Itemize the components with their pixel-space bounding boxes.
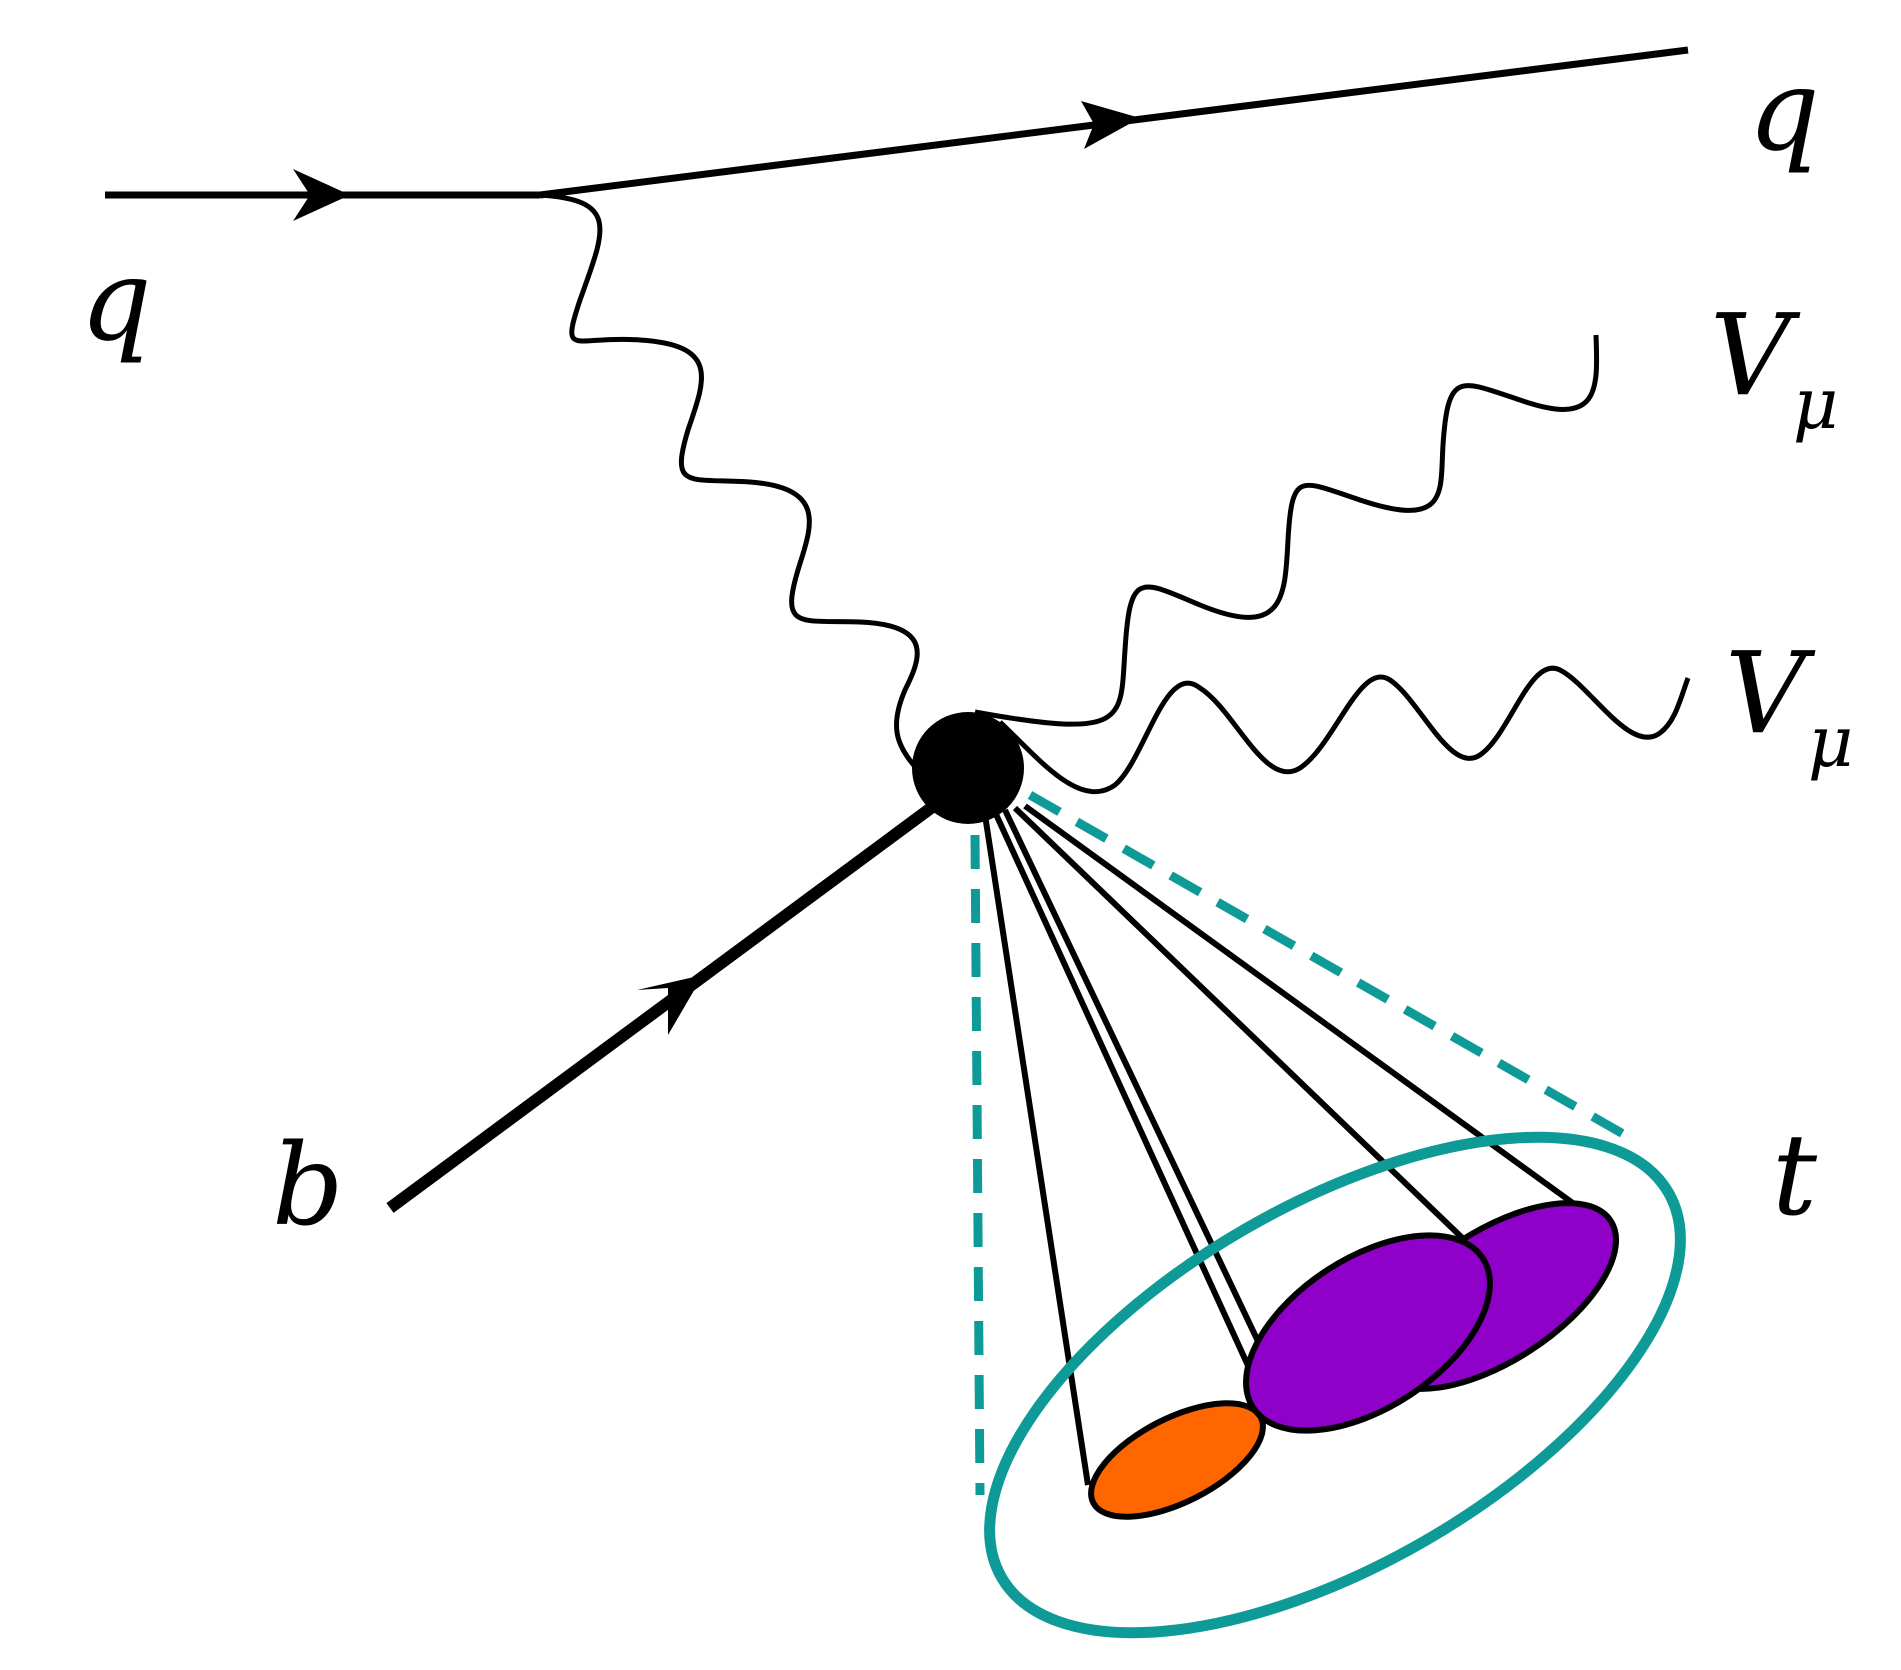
subjet-purple-front bbox=[1243, 1232, 1493, 1434]
outgoing-quark-arrow bbox=[1081, 101, 1140, 149]
label-v-upper-sub: μ bbox=[1792, 363, 1839, 445]
label-b-text: b bbox=[272, 1121, 344, 1251]
label-t-text: t bbox=[1772, 1111, 1818, 1241]
lower-boson-line bbox=[998, 665, 1691, 795]
incoming-quark-arrow bbox=[293, 169, 350, 221]
label-v-upper: Vμ bbox=[1710, 300, 1838, 439]
interaction-vertex bbox=[912, 712, 1024, 824]
label-t: t bbox=[1772, 1120, 1817, 1232]
label-v-lower-sub: μ bbox=[1807, 701, 1854, 783]
b-quark-line bbox=[386, 800, 939, 1213]
b-quark-arrow bbox=[637, 975, 703, 1035]
fat-jet-cone-left-edge bbox=[970, 834, 985, 1496]
subjet-cone-lines bbox=[982, 803, 1612, 1486]
label-q-outgoing: q bbox=[1748, 55, 1820, 167]
label-q-incoming: q bbox=[80, 245, 152, 357]
fat-jet-cone-right-edge bbox=[1027, 791, 1628, 1139]
label-v-upper-main: V bbox=[1710, 291, 1791, 421]
fat-jet-ellipse bbox=[984, 1131, 1686, 1639]
label-q-incoming-text: q bbox=[80, 236, 152, 366]
label-q-outgoing-text: q bbox=[1748, 46, 1820, 176]
label-v-lower-main: V bbox=[1725, 629, 1806, 759]
label-b: b bbox=[272, 1130, 344, 1242]
label-v-lower: Vμ bbox=[1725, 638, 1853, 777]
t-channel-boson-propagator bbox=[539, 192, 920, 772]
upper-boson-line bbox=[974, 334, 1600, 727]
